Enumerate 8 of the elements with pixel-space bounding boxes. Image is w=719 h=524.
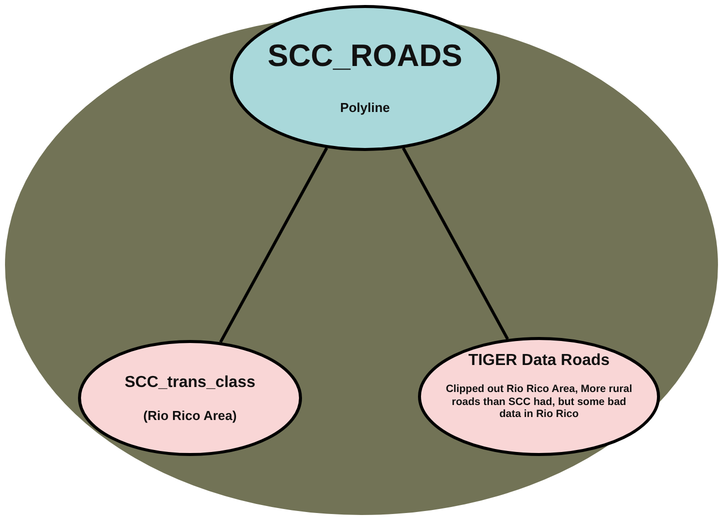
connector-line [219,147,328,343]
node-description: Clipped out Rio Rico Area, More rural roads than SCC had, but some bad data in Rio Rico [444,383,634,421]
connector-line [402,147,509,340]
node-title: SCC_trans_class [124,373,256,392]
node-title: TIGER Data Roads [467,351,611,370]
node-description: Polyline [339,100,391,116]
node-description: (Rio Rico Area) [142,408,238,424]
node-title: SCC_ROADS [266,37,464,74]
